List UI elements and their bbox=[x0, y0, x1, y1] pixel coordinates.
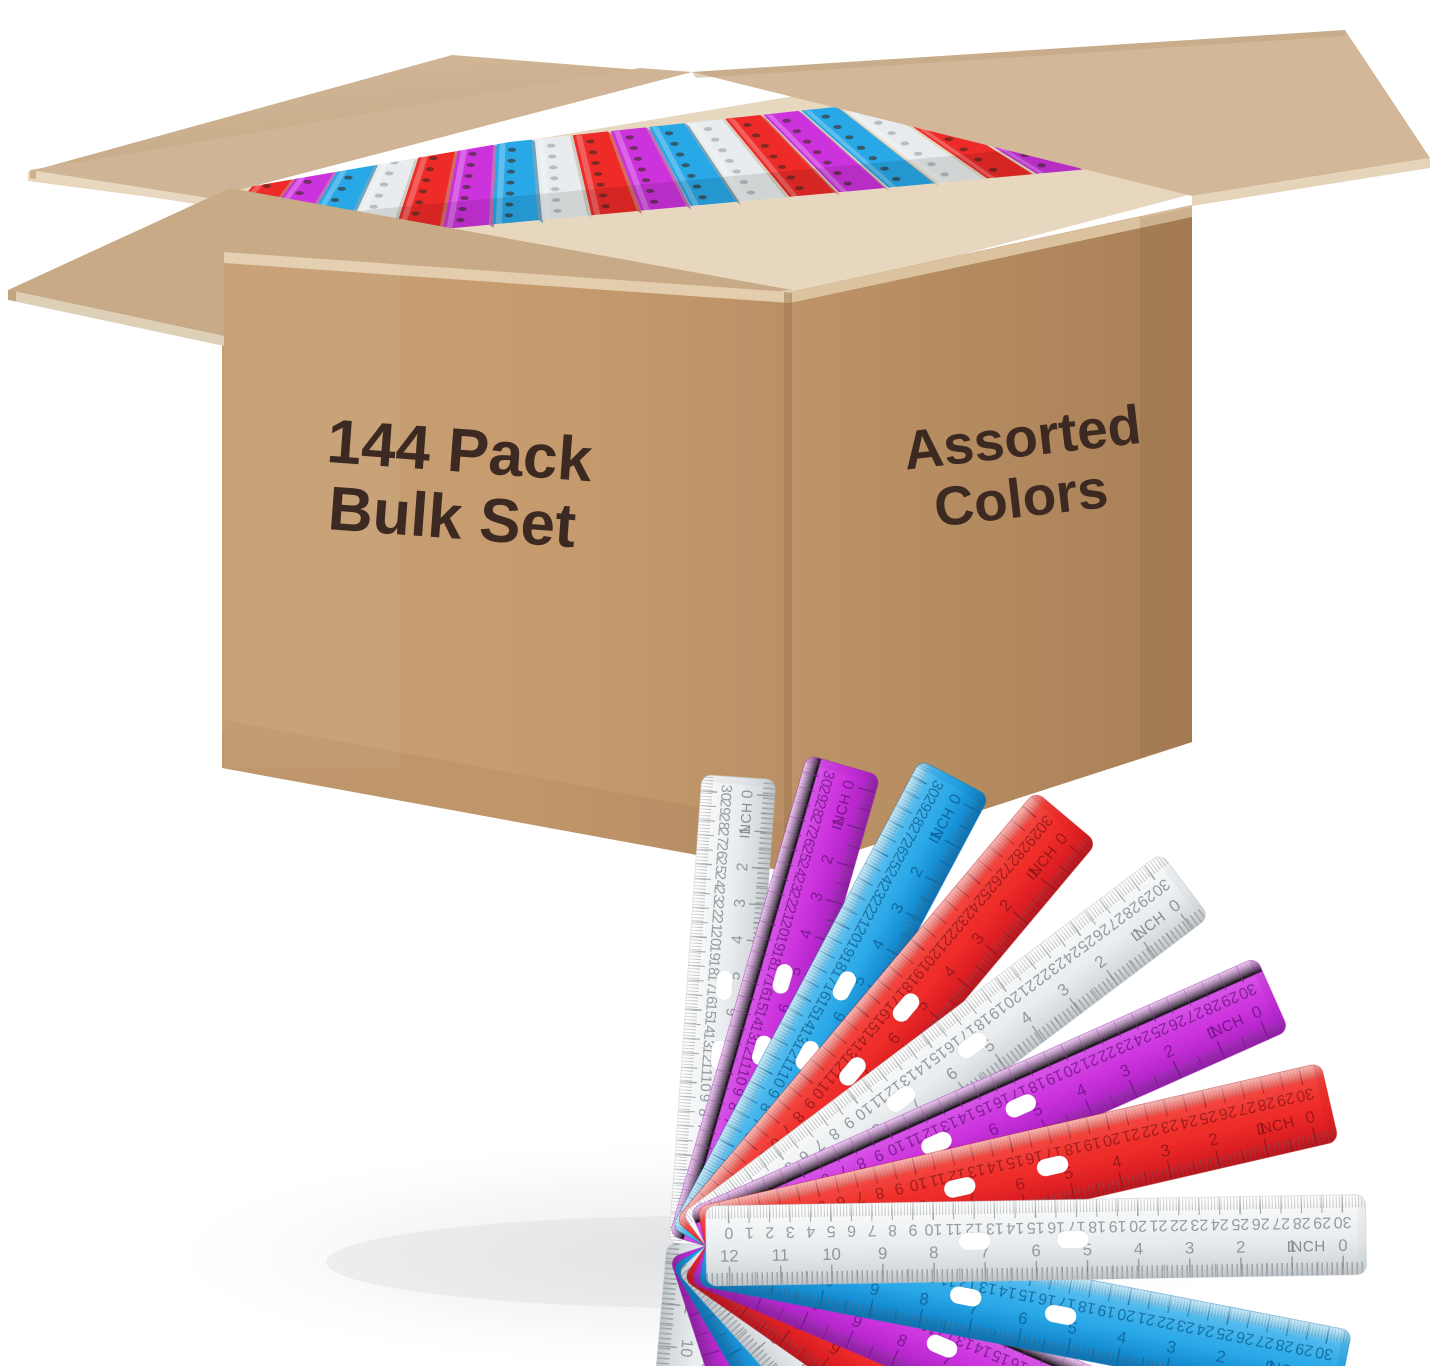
ruler-inch-label: 6 bbox=[724, 1007, 742, 1017]
box-mouth-lip-right bbox=[790, 206, 1192, 303]
box-ruler-stripe bbox=[649, 123, 741, 206]
ruler-inch-label: 4 bbox=[1134, 1239, 1144, 1258]
ruler-inch-label: 6 bbox=[1013, 1174, 1026, 1195]
ruler-inch-label: 9 bbox=[868, 1279, 881, 1299]
ruler-gloss bbox=[669, 774, 732, 1246]
box-front-left-face bbox=[224, 252, 790, 872]
ruler-unit-label-inch: INCH bbox=[736, 802, 754, 839]
ruler-unit-label-inch: INCH bbox=[1263, 1358, 1305, 1366]
ruler-inch-label: 6 bbox=[1017, 1308, 1030, 1328]
box-ruler-stripe bbox=[725, 115, 840, 197]
ruler-gloss bbox=[671, 759, 948, 1243]
ruler-inch-label: 7 bbox=[980, 1242, 990, 1261]
ruler-inch-label: 5 bbox=[726, 971, 744, 981]
box-ruler-stripe bbox=[687, 119, 791, 202]
ruler-gloss bbox=[689, 957, 1270, 1239]
box-body-front bbox=[224, 206, 1192, 872]
box-mouth-lip-left bbox=[224, 252, 790, 303]
ruler-inch-label: 1 bbox=[737, 826, 755, 836]
ruler-unit-label-inch: INCH bbox=[1286, 1238, 1325, 1256]
flap-upper-right bbox=[692, 30, 1430, 196]
ruler-inch-label: 4 bbox=[1110, 1152, 1123, 1173]
ruler-inch-label: 8 bbox=[929, 1243, 939, 1262]
ruler-inch-label: 3 bbox=[1158, 1140, 1171, 1161]
ruler-hole bbox=[715, 970, 734, 1001]
ruler-gloss bbox=[697, 1063, 1328, 1239]
ruler-inch-label: 2 bbox=[734, 862, 752, 872]
box-ruler-stripe bbox=[610, 127, 692, 211]
ruler-inch-label: 12 bbox=[720, 1246, 739, 1265]
ruler-inch-label: 8 bbox=[918, 1289, 931, 1309]
ruler-inch-label: 3 bbox=[1185, 1238, 1195, 1257]
ruler-inch-label: 1 bbox=[1264, 1356, 1277, 1366]
ruler: 0123456789101112131415161718192021222324… bbox=[704, 1194, 1367, 1287]
ruler-inch-label: 6 bbox=[1031, 1241, 1041, 1260]
ruler-inch-label: 5 bbox=[1082, 1240, 1092, 1259]
box-ruler-stripe bbox=[534, 135, 593, 220]
box-ruler-stripe bbox=[492, 139, 544, 225]
ruler-inch-label: 2 bbox=[1207, 1129, 1220, 1150]
ruler-inch-label: 4 bbox=[729, 934, 747, 944]
ruler-gloss bbox=[705, 1194, 1366, 1239]
ruler-inch-label: 11 bbox=[772, 1246, 790, 1265]
flap-upper-left bbox=[30, 68, 692, 198]
ruler-hole bbox=[1056, 1230, 1090, 1249]
box-front-right-face bbox=[790, 206, 1192, 872]
ruler-gloss bbox=[675, 791, 1060, 1241]
ruler-inch-label: 0 bbox=[1338, 1236, 1348, 1255]
ruler-tick-band-imperial bbox=[690, 1271, 1276, 1366]
ruler-inch-label: 4 bbox=[1116, 1327, 1129, 1347]
ruler-tick-band-imperial bbox=[683, 1268, 1195, 1366]
ruler-inch-label: 10 bbox=[822, 1245, 841, 1264]
ruler-inch-label: 1 bbox=[1255, 1118, 1268, 1139]
ruler-inch-label: 2 bbox=[1236, 1238, 1246, 1257]
ruler-gloss bbox=[681, 852, 1181, 1240]
ruler-inch-label: 10 bbox=[677, 1338, 697, 1358]
ruler-inch-label: 9 bbox=[878, 1244, 888, 1263]
box-ruler-stripe bbox=[801, 106, 939, 188]
ruler-inch-label: 0 bbox=[1303, 1107, 1316, 1128]
box-ruler-stripe bbox=[763, 110, 890, 193]
box-vertical-corner bbox=[784, 292, 792, 872]
box-ruler-stripe bbox=[443, 143, 499, 229]
ruler-inch-label: 1 bbox=[1287, 1237, 1297, 1256]
ruler-inch-label: 2 bbox=[1214, 1347, 1227, 1366]
ruler-inch-label: 0 bbox=[739, 789, 757, 799]
box-contents-rulers bbox=[196, 92, 1215, 300]
ruler-hole bbox=[958, 1231, 991, 1251]
box-ruler-stripe bbox=[572, 131, 643, 216]
ruler-inch-label: 3 bbox=[1165, 1337, 1178, 1357]
ruler-gloss bbox=[669, 754, 837, 1244]
ruler-inch-label: 3 bbox=[732, 898, 750, 908]
